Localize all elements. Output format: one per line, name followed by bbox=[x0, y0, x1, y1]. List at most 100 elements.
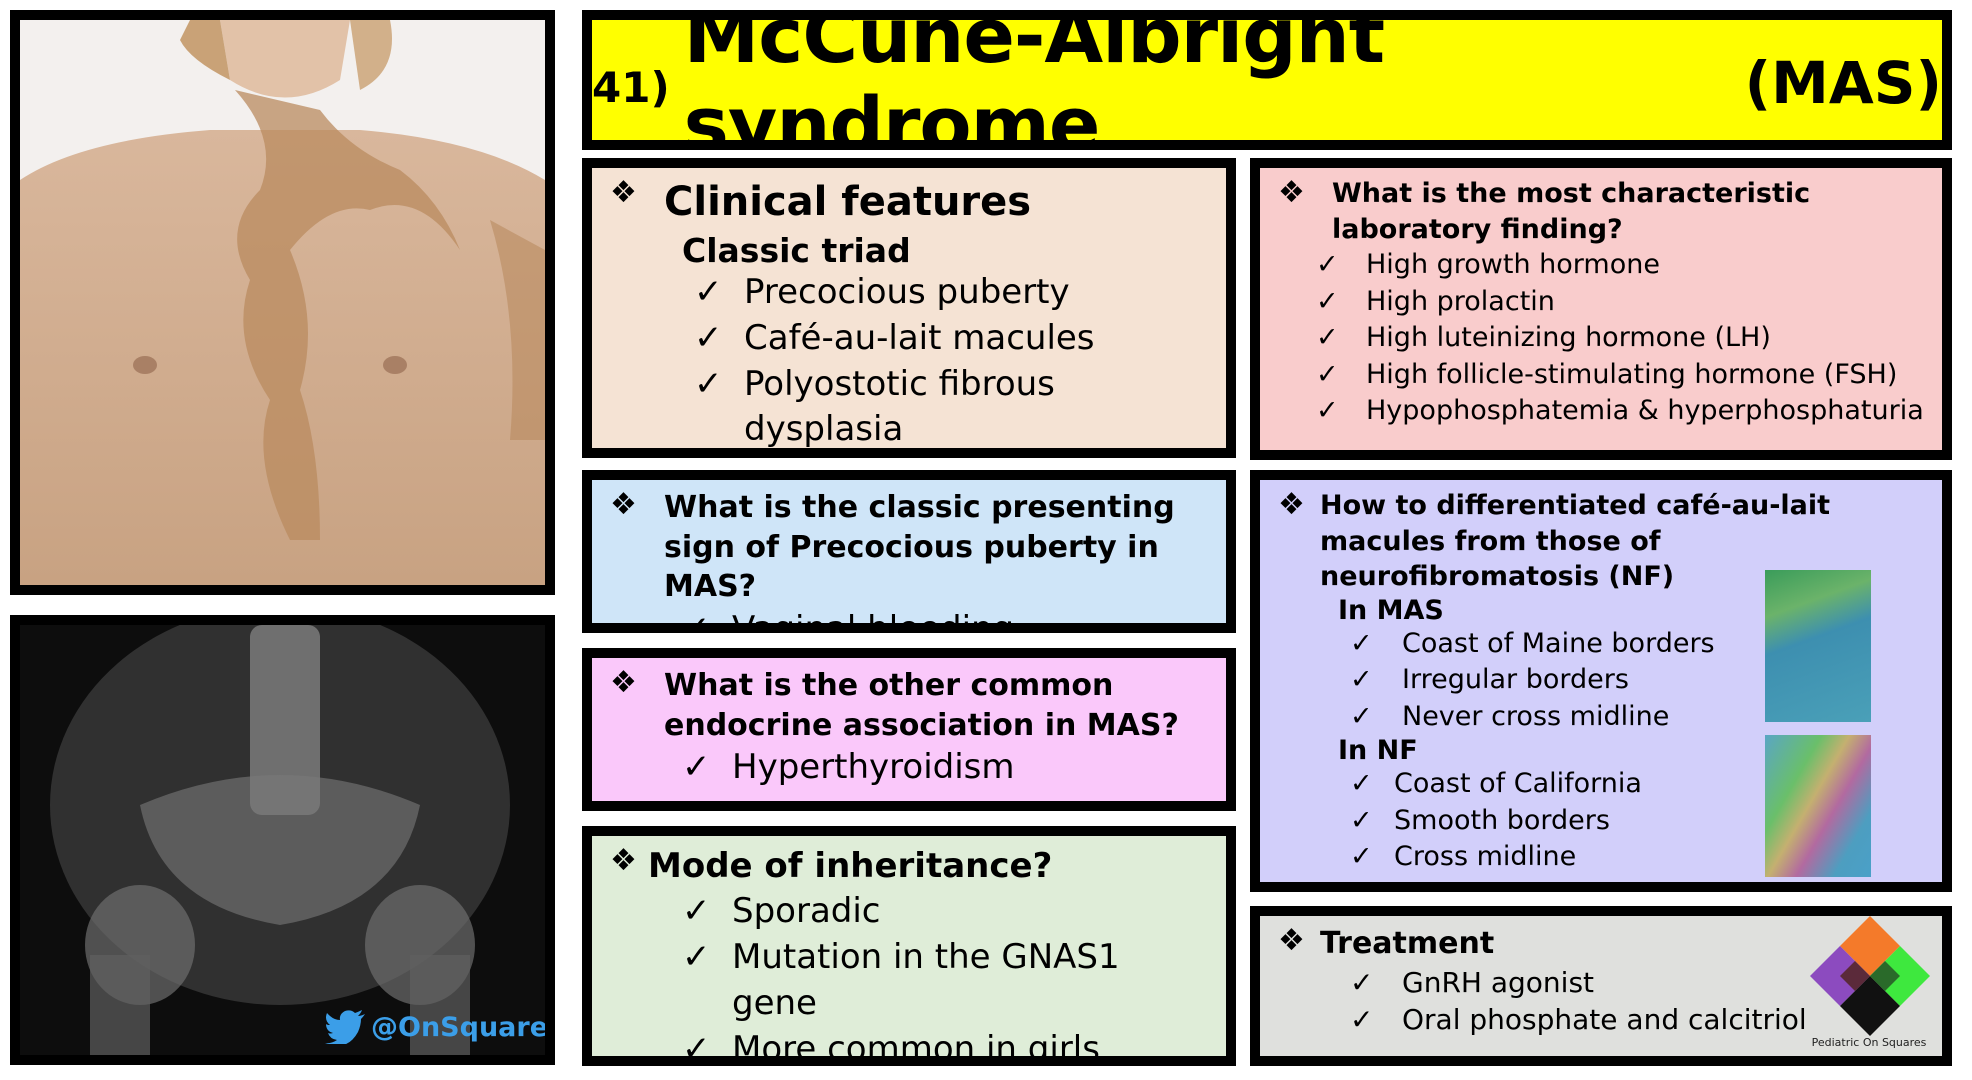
list-item: ✓ Smooth borders bbox=[1350, 803, 1924, 839]
twitter-bird-icon bbox=[325, 1010, 365, 1044]
diff-question: ❖ How to differentiated café-au-lait mac… bbox=[1278, 488, 1924, 595]
list-item: ✓ Hyperthyroidism bbox=[682, 745, 1208, 791]
check-icon: ✓ bbox=[694, 317, 723, 358]
list-item-text: Cross midline bbox=[1394, 841, 1577, 873]
in-nf-label: In NF bbox=[1338, 735, 1418, 767]
cafe-au-lait-differentiation-box: ❖ How to differentiated café-au-lait mac… bbox=[1250, 470, 1952, 892]
list-item: ✓ Irregular borders bbox=[1350, 662, 1924, 698]
presenting-list: ✓ Vaginal bleeding bbox=[610, 607, 1208, 633]
nf-list: ✓Coast of California ✓ Smooth borders ✓ Cr… bbox=[1278, 766, 1924, 875]
classic-triad-label: Classic triad bbox=[682, 230, 911, 270]
mas-list: ✓Coast of Maine borders ✓ Irregular borde… bbox=[1278, 626, 1924, 735]
check-icon: ✓ bbox=[1350, 627, 1373, 659]
patient-chest-image bbox=[20, 20, 545, 585]
slide-number: 41) bbox=[592, 62, 670, 112]
endocrine-question: ❖ What is the other common endocrine ass… bbox=[610, 666, 1208, 745]
diamond-bullet-icon: ❖ bbox=[1278, 175, 1305, 210]
check-icon: ✓ bbox=[682, 1028, 711, 1066]
list-item: ✓ Sporadic bbox=[682, 889, 1208, 935]
treatment-box: ❖ Treatment ✓ GnRH agonist ✓Oral phosphat… bbox=[1250, 906, 1952, 1066]
list-item: ✓Café-au-lait macules bbox=[694, 316, 1208, 362]
list-item-text: High prolactin bbox=[1366, 285, 1555, 317]
question-text: Mode of inheritance? bbox=[648, 846, 1053, 886]
list-item-text: Smooth borders bbox=[1394, 804, 1610, 836]
question-text: What is the classic presenting sign of P… bbox=[664, 490, 1175, 605]
list-item-text: Never cross midline bbox=[1402, 700, 1670, 732]
maine-coast-map bbox=[1765, 570, 1871, 722]
check-icon: ✓ bbox=[1350, 804, 1373, 836]
diamond-bullet-icon: ❖ bbox=[1278, 923, 1305, 958]
lab-list: ✓High growth hormone ✓High prolactin ✓Hi… bbox=[1278, 247, 1924, 429]
list-item: ✓Never cross midline bbox=[1350, 699, 1924, 735]
check-icon: ✓ bbox=[1350, 965, 1374, 999]
question-text: How to differentiated café-au-lait macul… bbox=[1320, 490, 1831, 593]
page-title: McCune-Albright syndrome bbox=[683, 10, 1385, 150]
list-item: ✓Coast of California bbox=[1350, 766, 1924, 802]
check-icon: ✓ bbox=[1350, 664, 1373, 696]
xray-image bbox=[20, 625, 545, 1055]
title-abbreviation: (MAS) bbox=[1744, 49, 1942, 117]
list-item: ✓Oral phosphate and calcitriol bbox=[1350, 1001, 1924, 1039]
diamond-bullet-icon: ❖ bbox=[1278, 487, 1305, 522]
in-mas-label: In MAS bbox=[1338, 594, 1444, 626]
check-icon: ✓ bbox=[694, 271, 723, 312]
treatment-heading-text: Treatment bbox=[1320, 926, 1495, 961]
list-item: ✓High luteinizing hormone (LH) bbox=[1316, 320, 1924, 356]
list-item-text: Sporadic bbox=[732, 890, 881, 931]
question-text: What is the most characteristic laborato… bbox=[1332, 178, 1811, 245]
inheritance-list: ✓ Sporadic ✓ Mutation in the GNAS1 gene ✓ M… bbox=[610, 889, 1208, 1066]
check-icon: ✓ bbox=[682, 890, 711, 931]
list-item-text: Mutation in the GNAS1 gene bbox=[732, 936, 1120, 1023]
check-icon: ✓ bbox=[682, 608, 711, 633]
list-item-text: Coast of California bbox=[1394, 768, 1642, 800]
list-item-text: Irregular borders bbox=[1402, 664, 1629, 696]
list-item: ✓ High follicle-stimulating hormone (FSH) bbox=[1316, 357, 1924, 393]
check-icon: ✓ bbox=[1350, 1003, 1374, 1037]
presenting-sign-box: ❖ What is the classic presenting sign of… bbox=[582, 470, 1236, 633]
diamond-bullet-icon: ❖ bbox=[610, 175, 637, 210]
clinical-list: ✓ Precocious puberty ✓Café-au-lait macule… bbox=[610, 270, 1208, 450]
list-item-text: Vaginal bleeding bbox=[732, 608, 1015, 633]
logo-caption: Pediatric On Squares bbox=[1811, 1036, 1927, 1049]
clinical-heading-text: Clinical features bbox=[664, 179, 1032, 225]
question-text: What is the other common endocrine assoc… bbox=[664, 668, 1179, 743]
list-item: ✓Coast of Maine borders bbox=[1350, 626, 1924, 662]
clinical-features-box: ❖ Clinical features Classic triad ✓ Preco… bbox=[582, 158, 1236, 458]
california-coast-map bbox=[1765, 735, 1871, 877]
list-item-text: GnRH agonist bbox=[1402, 965, 1595, 999]
check-icon: ✓ bbox=[1316, 285, 1339, 317]
twitter-handle-text: @OnSquares bbox=[371, 1011, 555, 1043]
endocrine-association-box: ❖ What is the other common endocrine ass… bbox=[582, 648, 1236, 811]
list-item-text: Precocious puberty bbox=[744, 271, 1070, 312]
treatment-heading: ❖ Treatment bbox=[1278, 924, 1924, 964]
presenting-question: ❖ What is the classic presenting sign of… bbox=[610, 488, 1208, 607]
list-item: ✓ Cross midline bbox=[1350, 839, 1924, 875]
check-icon: ✓ bbox=[1350, 841, 1373, 873]
check-icon: ✓ bbox=[1316, 358, 1339, 390]
diamond-bullet-icon: ❖ bbox=[610, 665, 637, 700]
list-item-text: Polyostotic fibrous dysplasia bbox=[744, 363, 1055, 450]
check-icon: ✓ bbox=[694, 363, 723, 404]
twitter-handle[interactable]: @OnSquares bbox=[325, 1010, 555, 1044]
list-item-text: More common in girls bbox=[732, 1028, 1100, 1066]
check-icon: ✓ bbox=[1316, 395, 1339, 426]
list-item: ✓ More common in girls bbox=[682, 1027, 1208, 1066]
list-item-text: High luteinizing hormone (LH) bbox=[1366, 322, 1771, 354]
lab-question: ❖ What is the most characteristic labora… bbox=[1278, 176, 1924, 247]
endocrine-list: ✓ Hyperthyroidism bbox=[610, 745, 1208, 791]
check-icon: ✓ bbox=[1316, 249, 1339, 281]
list-item: ✓ Vaginal bleeding bbox=[682, 607, 1208, 633]
clinical-heading: ❖ Clinical features bbox=[610, 176, 1208, 229]
list-item-text: High follicle-stimulating hormone (FSH) bbox=[1366, 358, 1898, 390]
squares-logo-icon bbox=[1810, 916, 1930, 1036]
check-icon: ✓ bbox=[682, 936, 711, 977]
list-item: ✓ GnRH agonist bbox=[1350, 964, 1924, 1002]
list-item-text: Hyperthyroidism bbox=[732, 747, 1015, 788]
pelvis-xray: @OnSquares bbox=[10, 615, 555, 1065]
treatment-list: ✓ GnRH agonist ✓Oral phosphate and calcit… bbox=[1278, 964, 1924, 1040]
lab-findings-box: ❖ What is the most characteristic labora… bbox=[1250, 158, 1952, 460]
list-item: ✓ Precocious puberty bbox=[694, 270, 1208, 316]
list-item: ✓ High prolactin bbox=[1316, 284, 1924, 320]
check-icon: ✓ bbox=[682, 747, 711, 788]
title-banner: 41) McCune-Albright syndrome (MAS) bbox=[582, 10, 1952, 150]
